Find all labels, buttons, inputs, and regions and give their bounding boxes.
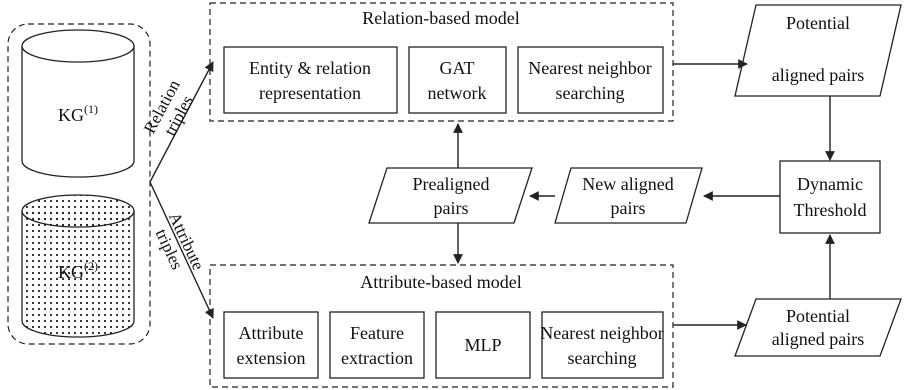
svg-text:Threshold: Threshold <box>794 200 867 220</box>
prealigned-pairs: Prealigned pairs <box>368 167 533 224</box>
svg-text:searching: searching <box>556 83 625 103</box>
module-mlp: MLP <box>435 311 531 379</box>
relation-model-border <box>209 2 674 122</box>
kg-branch-arrows: Relation triples Attribute triples <box>140 61 214 319</box>
attribute-triples-arrow <box>149 181 214 319</box>
svg-text:Nearest neighbor: Nearest neighbor <box>528 58 651 78</box>
svg-text:aligned pairs: aligned pairs <box>772 65 864 85</box>
potential-aligned-pairs-bottom: Potential aligned pairs <box>734 298 902 357</box>
svg-text:New aligned: New aligned <box>582 174 673 194</box>
svg-text:representation: representation <box>259 83 361 103</box>
svg-text:network: network <box>428 83 487 103</box>
svg-text:extraction: extraction <box>341 348 413 368</box>
relation-based-model: Relation-based model Entity & relation r… <box>209 2 674 122</box>
svg-text:Attribute: Attribute <box>239 323 304 343</box>
svg-text:Feature: Feature <box>350 323 404 343</box>
dynamic-threshold-box: Dynamic Threshold <box>779 160 881 234</box>
kg2-cylinder: KG(2) <box>21 194 135 338</box>
module-attribute-extension: Attribute extension <box>223 311 319 379</box>
flow-arrows <box>453 59 835 330</box>
svg-text:Potential: Potential <box>786 306 850 326</box>
relation-triples-arrow <box>149 61 214 183</box>
relation-triples-label: Relation triples <box>140 76 197 138</box>
module-gat-network: GAT network <box>408 46 507 114</box>
kg2-label: KG(2) <box>58 259 98 282</box>
kg1-cylinder: KG(1) <box>21 29 135 178</box>
module-feature-extraction: Feature extraction <box>329 311 425 379</box>
svg-text:Nearest neighbor: Nearest neighbor <box>540 323 663 343</box>
potential-aligned-pairs-top: Potential aligned pairs <box>734 4 902 97</box>
attribute-based-model: Attribute-based model Attribute extensio… <box>209 264 674 388</box>
svg-text:MLP: MLP <box>464 335 501 355</box>
svg-text:GAT: GAT <box>440 58 475 78</box>
kg1-label: KG(1) <box>58 102 98 125</box>
attribute-model-border <box>209 264 674 388</box>
svg-text:Entity & relation: Entity & relation <box>249 58 371 78</box>
svg-text:Potential: Potential <box>786 13 850 33</box>
svg-text:extension: extension <box>237 348 306 368</box>
module-entity-relation-representation: Entity & relation representation <box>223 46 398 114</box>
svg-text:searching: searching <box>568 348 637 368</box>
svg-text:pairs: pairs <box>434 198 469 218</box>
kg-container: KG(1) KG(2) <box>7 23 151 345</box>
svg-text:aligned pairs: aligned pairs <box>772 329 864 349</box>
new-aligned-pairs: New aligned pairs <box>554 167 703 224</box>
svg-text:Prealigned: Prealigned <box>413 174 490 194</box>
svg-text:Dynamic: Dynamic <box>797 174 863 194</box>
relation-model-title: Relation-based model <box>362 8 519 28</box>
module-nearest-neighbor-searching-top: Nearest neighbor searching <box>517 46 664 114</box>
svg-text:pairs: pairs <box>611 198 646 218</box>
kg-container-border <box>7 23 151 345</box>
module-nearest-neighbor-searching-bottom: Nearest neighbor searching <box>540 311 664 379</box>
attribute-model-title: Attribute-based model <box>360 272 521 292</box>
attribute-triples-label: Attribute triples <box>152 209 208 273</box>
